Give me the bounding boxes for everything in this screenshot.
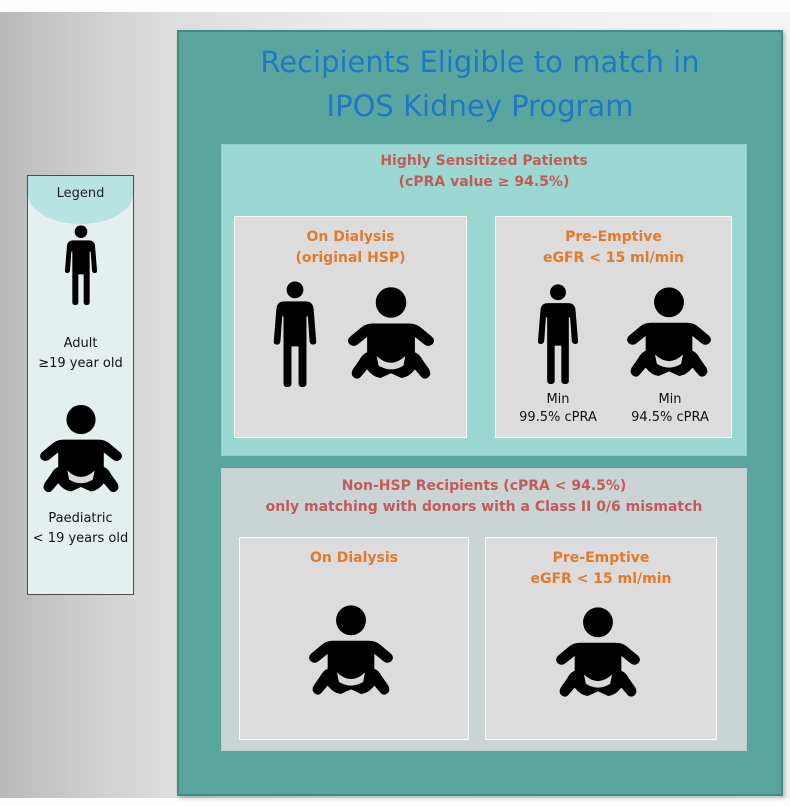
child-min-value: 94.5% cPRA xyxy=(631,410,709,425)
legend-adult-age: ≥19 year old xyxy=(38,356,123,371)
non-hsp-title: Non-HSP Recipients (cPRA < 94.5%) only m… xyxy=(222,476,746,518)
non-hsp-section: Non-HSP Recipients (cPRA < 94.5%) only m… xyxy=(221,468,747,751)
baby-icon xyxy=(348,287,434,379)
non-hsp-title-line-2: only matching with donors with a Class I… xyxy=(265,499,703,515)
child-min-caption: Min 94.5% cPRA xyxy=(610,391,730,427)
adult-min-value: 99.5% cPRA xyxy=(519,410,597,425)
hsp-title-line-1: Highly Sensitized Patients xyxy=(380,153,588,169)
main-title: Recipients Eligible to match in IPOS Kid… xyxy=(179,40,781,128)
title-line-1: Recipients Eligible to match in xyxy=(260,45,700,79)
legend-title: Legend xyxy=(56,186,105,201)
bottom-strip xyxy=(0,798,790,806)
non-hsp-preemptive-title-line-2: eGFR < 15 ml/min xyxy=(530,571,672,587)
hsp-dialysis-title-line-2: (original HSP) xyxy=(295,250,406,266)
hsp-preemptive-title-line-2: eGFR < 15 ml/min xyxy=(542,250,685,266)
non-hsp-preemptive-box: Pre-Emptive eGFR < 15 ml/min xyxy=(485,537,717,740)
baby-icon xyxy=(309,605,393,695)
non-hsp-title-line-1: Non-HSP Recipients (cPRA < 94.5%) xyxy=(341,478,627,494)
adult-min-label: Min xyxy=(546,392,570,407)
hsp-section: Highly Sensitized Patients (cPRA value ≥… xyxy=(221,144,747,456)
hsp-preemptive-title: Pre-Emptive eGFR < 15 ml/min xyxy=(496,227,731,269)
legend-header xyxy=(28,176,133,224)
baby-icon xyxy=(627,287,711,377)
adult-person-icon xyxy=(537,284,579,384)
legend-adult-label: Adult xyxy=(63,336,98,351)
adult-person-icon xyxy=(64,225,98,305)
main-panel: Recipients Eligible to match in IPOS Kid… xyxy=(177,30,783,796)
legend-panel: Legend Adult ≥19 year old Paediatric < 1… xyxy=(27,175,134,595)
non-hsp-preemptive-title: Pre-Emptive eGFR < 15 ml/min xyxy=(486,548,716,590)
hsp-dialysis-box: On Dialysis (original HSP) xyxy=(234,216,467,438)
legend-paediatric-age: < 19 years old xyxy=(32,531,129,546)
title-line-2: IPOS Kidney Program xyxy=(326,89,634,123)
legend-paediatric-label: Paediatric xyxy=(48,511,113,526)
hsp-title: Highly Sensitized Patients (cPRA value ≥… xyxy=(222,151,746,193)
child-min-label: Min xyxy=(658,392,682,407)
non-hsp-dialysis-box: On Dialysis xyxy=(239,537,469,740)
non-hsp-preemptive-title-line-1: Pre-Emptive xyxy=(552,550,650,566)
non-hsp-dialysis-title: On Dialysis xyxy=(310,550,398,566)
adult-person-icon xyxy=(273,281,317,387)
baby-icon xyxy=(556,607,640,697)
hsp-title-line-2: (cPRA value ≥ 94.5%) xyxy=(398,174,570,190)
baby-icon xyxy=(40,404,122,493)
hsp-dialysis-title-line-1: On Dialysis xyxy=(306,229,395,245)
hsp-preemptive-title-line-1: Pre-Emptive xyxy=(565,229,662,245)
top-strip xyxy=(0,0,790,12)
hsp-dialysis-title: On Dialysis (original HSP) xyxy=(235,227,466,269)
hsp-preemptive-box: Pre-Emptive eGFR < 15 ml/min Min 99.5% c… xyxy=(495,216,732,438)
adult-min-caption: Min 99.5% cPRA xyxy=(496,391,620,427)
